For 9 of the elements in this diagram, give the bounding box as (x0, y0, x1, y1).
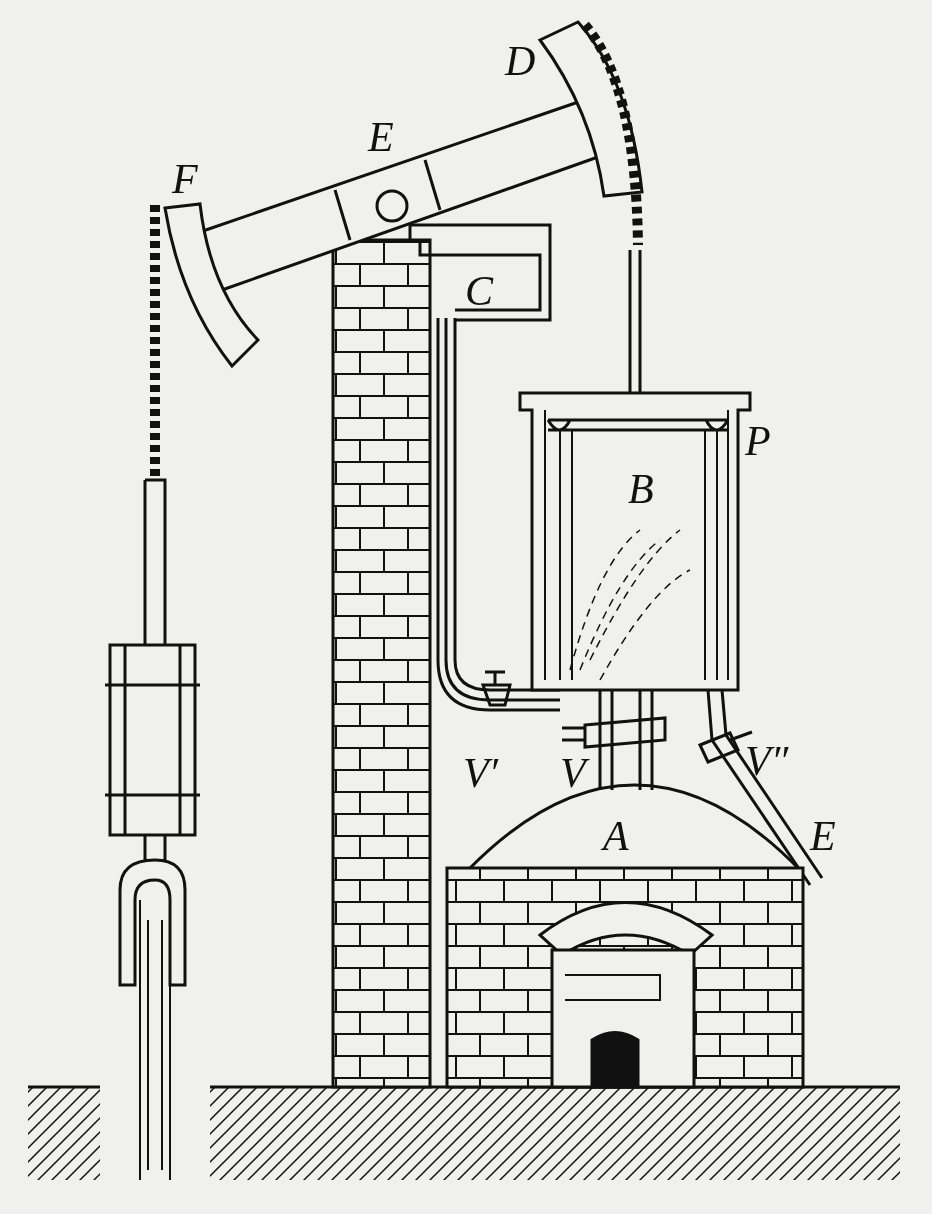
part-letter: D (505, 40, 536, 82)
part-letter: V′ (463, 752, 498, 794)
part-letter: P (745, 420, 771, 462)
part-letter: F (172, 158, 198, 200)
part-letter: C (465, 270, 493, 312)
part-letter: E (810, 815, 836, 857)
part-letter: V″ (745, 740, 789, 782)
part-letter: E (368, 116, 394, 158)
part-letter: B (628, 468, 654, 510)
